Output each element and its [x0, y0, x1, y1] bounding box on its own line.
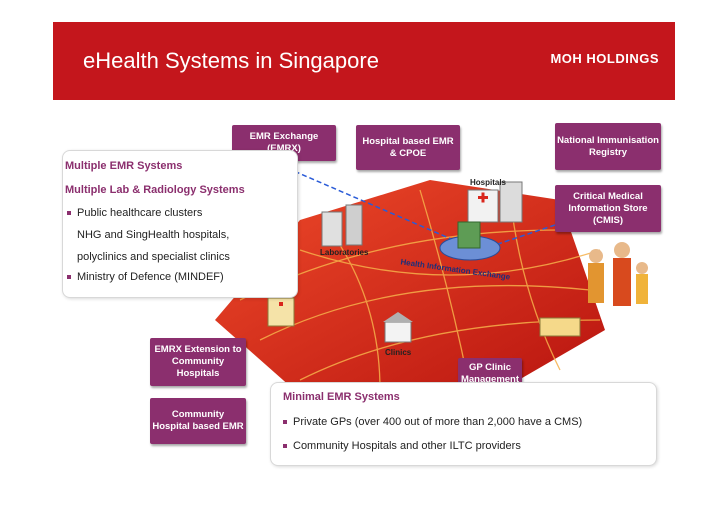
clinics-label: Clinics	[385, 348, 412, 357]
emrx-extension-box: EMRX Extension to Community Hospitals	[150, 338, 246, 386]
emrx-extension-box-label: EMRX Extension to Community Hospitals	[154, 344, 242, 379]
hospital-emr-box: Hospital based EMR & CPOE	[356, 125, 460, 170]
hospital-icon	[467, 181, 523, 223]
multiple-emr-title: Multiple EMR Systems	[65, 160, 183, 172]
emrx-link-line	[279, 164, 466, 246]
community-hospital-emr-box: Community Hospital based EMR	[150, 398, 246, 444]
page-title: eHealth Systems in Singapore	[83, 48, 379, 73]
bullet-community-hospitals: Community Hospitals and other ILTC provi…	[283, 440, 521, 452]
network-lines	[239, 189, 601, 391]
minimal-emr-panel: Minimal EMR Systems Private GPs (over 40…	[270, 382, 657, 466]
laboratories-label: Laboratories	[320, 248, 369, 257]
bullet-public-clusters-line2: NHG and SingHealth hospitals,	[77, 229, 230, 241]
bullet-mindef-text: Ministry of Defence (MINDEF)	[77, 271, 224, 283]
community-hospital-emr-box-label: Community Hospital based EMR	[152, 409, 244, 432]
family-icon	[588, 242, 648, 306]
emrx-box-label: EMR Exchange (EMRX)	[249, 131, 319, 154]
bullet-public-clusters-line3: polyclinics and specialist clinics	[77, 251, 230, 263]
bullet-public-clusters: Public healthcare clusters	[67, 207, 202, 219]
header-banner: eHealth Systems in Singapore MOH HOLDING…	[53, 22, 675, 100]
immunisation-registry-box: National Immunisation Registry	[555, 123, 661, 170]
immunisation-registry-box-label: National Immunisation Registry	[557, 134, 659, 158]
bullet-private-gps: Private GPs (over 400 out of more than 2…	[283, 416, 582, 428]
hospitals-label: Hospitals	[470, 178, 507, 187]
hospital-emr-box-label: Hospital based EMR & CPOE	[362, 135, 454, 159]
bullet-private-gps-text: Private GPs (over 400 out of more than 2…	[293, 416, 583, 428]
gp-clinic-icon	[539, 317, 581, 337]
laboratory-icon	[321, 204, 363, 247]
multiple-lab-title: Multiple Lab & Radiology Systems	[65, 184, 245, 196]
bullet-marker	[283, 420, 287, 425]
bullet-marker	[67, 211, 71, 216]
moh-holdings-logo: MOH HOLDINGS	[550, 51, 659, 66]
bullet-mindef: Ministry of Defence (MINDEF)	[67, 271, 224, 283]
bullet-marker	[283, 444, 287, 449]
cmis-box-label: Critical Medical Information Store (CMIS…	[568, 190, 648, 226]
cmis-box: Critical Medical Information Store (CMIS…	[555, 185, 661, 232]
exchange-hub-icon	[439, 221, 501, 261]
multiple-emr-panel: Multiple EMR Systems Multiple Lab & Radi…	[62, 150, 298, 298]
clinic-icon	[383, 312, 413, 343]
map-surface	[215, 180, 605, 395]
minimal-emr-title: Minimal EMR Systems	[283, 391, 400, 403]
community-hospital-icon	[267, 297, 295, 327]
bullet-marker	[67, 275, 71, 280]
bullet-community-hospitals-text: Community Hospitals and other ILTC provi…	[293, 440, 521, 452]
bullet-public-clusters-text: Public healthcare clusters	[77, 207, 203, 219]
